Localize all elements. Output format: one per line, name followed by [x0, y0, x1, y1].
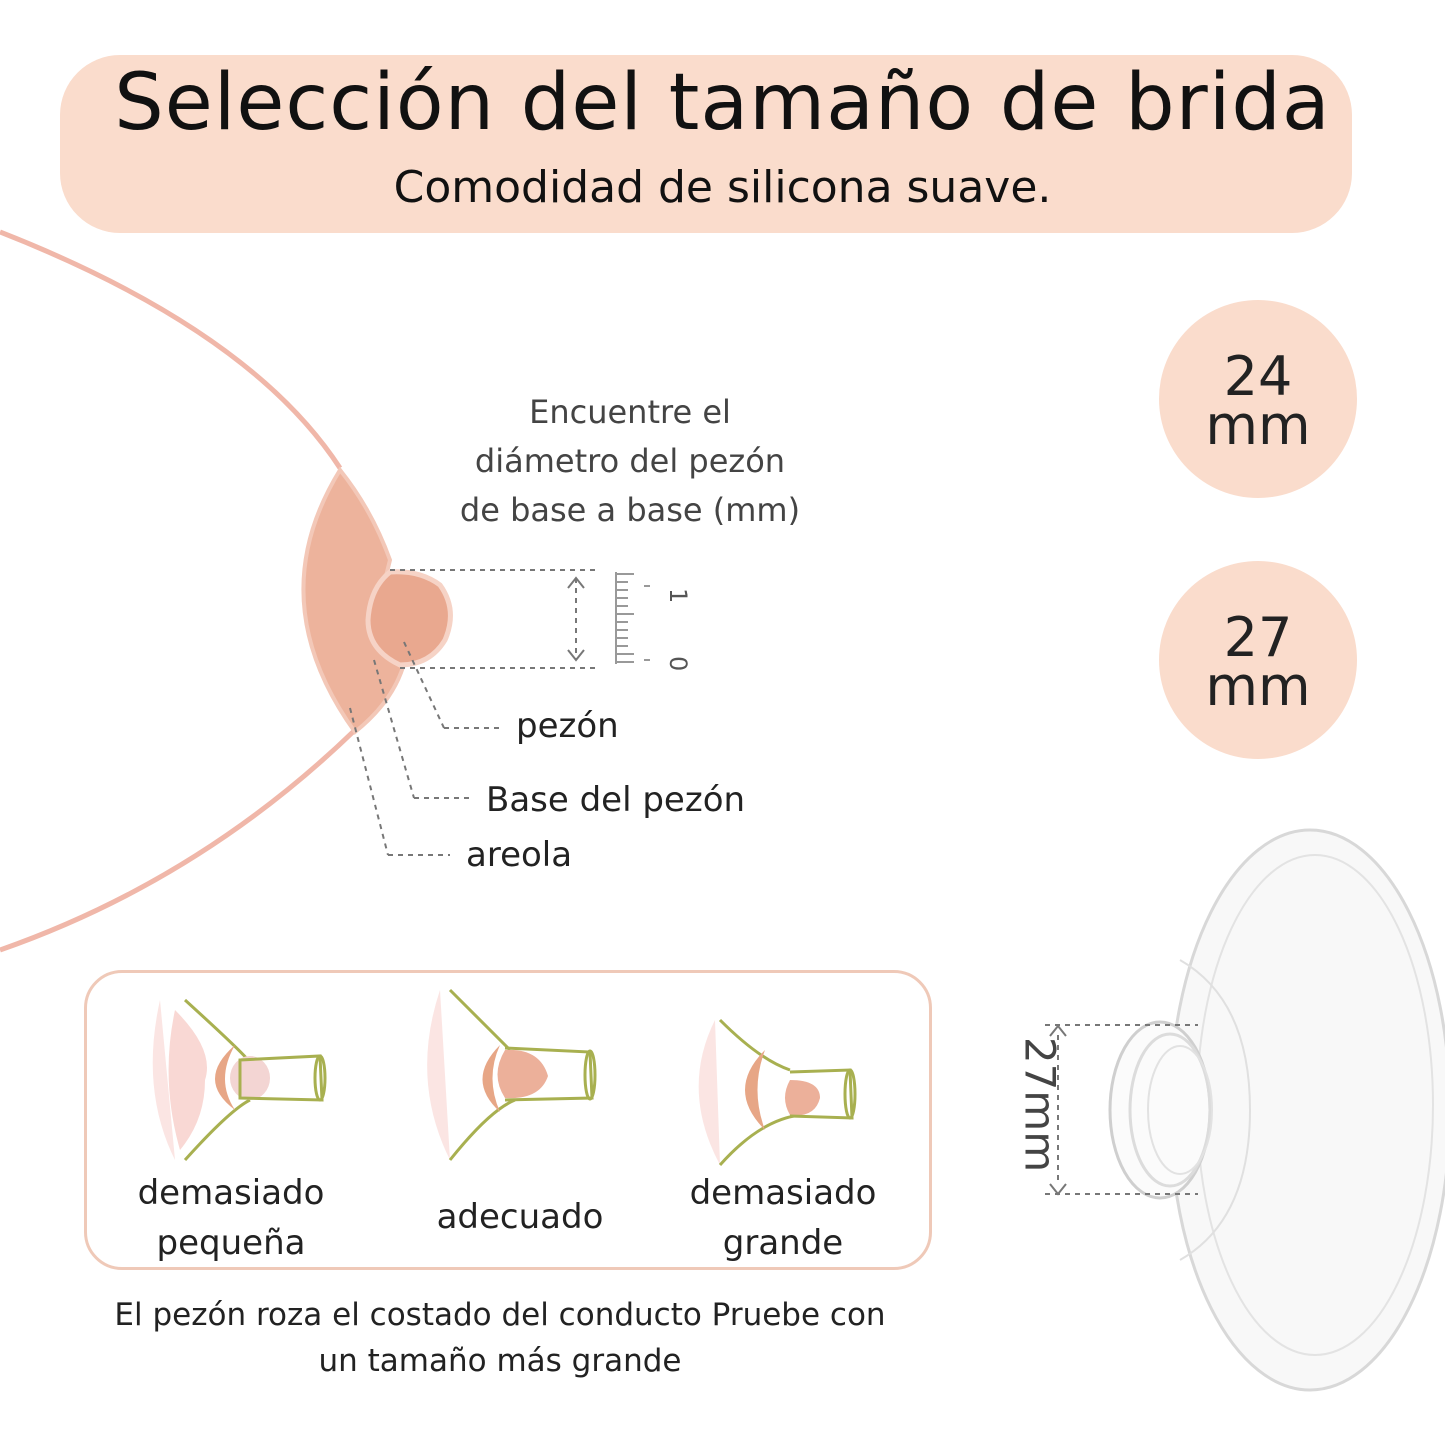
size-unit: mm — [1205, 394, 1311, 457]
fit-examples-box — [84, 970, 932, 1270]
size-option-24mm: 24 mm — [1159, 300, 1357, 498]
flange-dimension-label: 27mm — [1015, 1036, 1065, 1173]
measurement-instruction: Encuentre el diámetro del pezón de base … — [430, 388, 830, 535]
label-nipple-base: Base del pezón — [486, 780, 746, 820]
size-number: 27 — [1223, 606, 1293, 669]
fit-label-line: adecuado — [436, 1197, 604, 1237]
header-band — [60, 55, 1352, 233]
fit-illustration-correct — [427, 988, 597, 1161]
fit-note: El pezón roza el costado del conducto Pr… — [60, 1292, 940, 1384]
fit-label-line: grande — [722, 1223, 844, 1263]
label-nipple: pezón — [516, 706, 619, 746]
fit-label-correct: adecuado — [400, 1192, 640, 1242]
page-title: Selección del tamaño de brida — [114, 58, 1331, 148]
fit-label-too-large: demasiado grande — [658, 1168, 908, 1268]
flange-arrow-heads — [1049, 1024, 1067, 1196]
fit-label-too-small: demasiado pequeña — [106, 1168, 356, 1268]
page-subtitle: Comodidad de silicona suave. — [393, 162, 1052, 213]
breast-flange-illustration — [1108, 828, 1445, 1392]
nipple-shape — [365, 569, 453, 668]
breast-outline — [0, 229, 343, 470]
fit-illustration-too-small — [152, 998, 327, 1162]
breast-outline-lower — [0, 728, 357, 953]
flange-dimension-lines — [1045, 1024, 1198, 1195]
ruler-label-1: 1 — [664, 588, 692, 603]
note-line: El pezón roza el costado del conducto Pr… — [114, 1297, 886, 1333]
measure-lines — [349, 569, 600, 856]
fit-label-line: demasiado — [689, 1173, 877, 1213]
size-option-27mm: 27 mm — [1159, 561, 1357, 759]
arrow-heads — [567, 576, 585, 662]
instruction-line: de base a base (mm) — [459, 491, 801, 529]
fit-label-line: pequeña — [156, 1223, 306, 1263]
label-areola: areola — [466, 835, 573, 875]
instruction-line: diámetro del pezón — [474, 442, 786, 480]
ruler — [615, 572, 650, 664]
fit-illustration-too-large — [698, 1018, 857, 1166]
areola-shape — [301, 466, 408, 735]
ruler-label-0: 0 — [664, 656, 692, 671]
note-line: un tamaño más grande — [318, 1343, 682, 1379]
size-unit: mm — [1205, 655, 1311, 718]
size-number: 24 — [1223, 345, 1293, 408]
instruction-line: Encuentre el — [529, 393, 731, 431]
fit-label-line: demasiado — [137, 1173, 325, 1213]
